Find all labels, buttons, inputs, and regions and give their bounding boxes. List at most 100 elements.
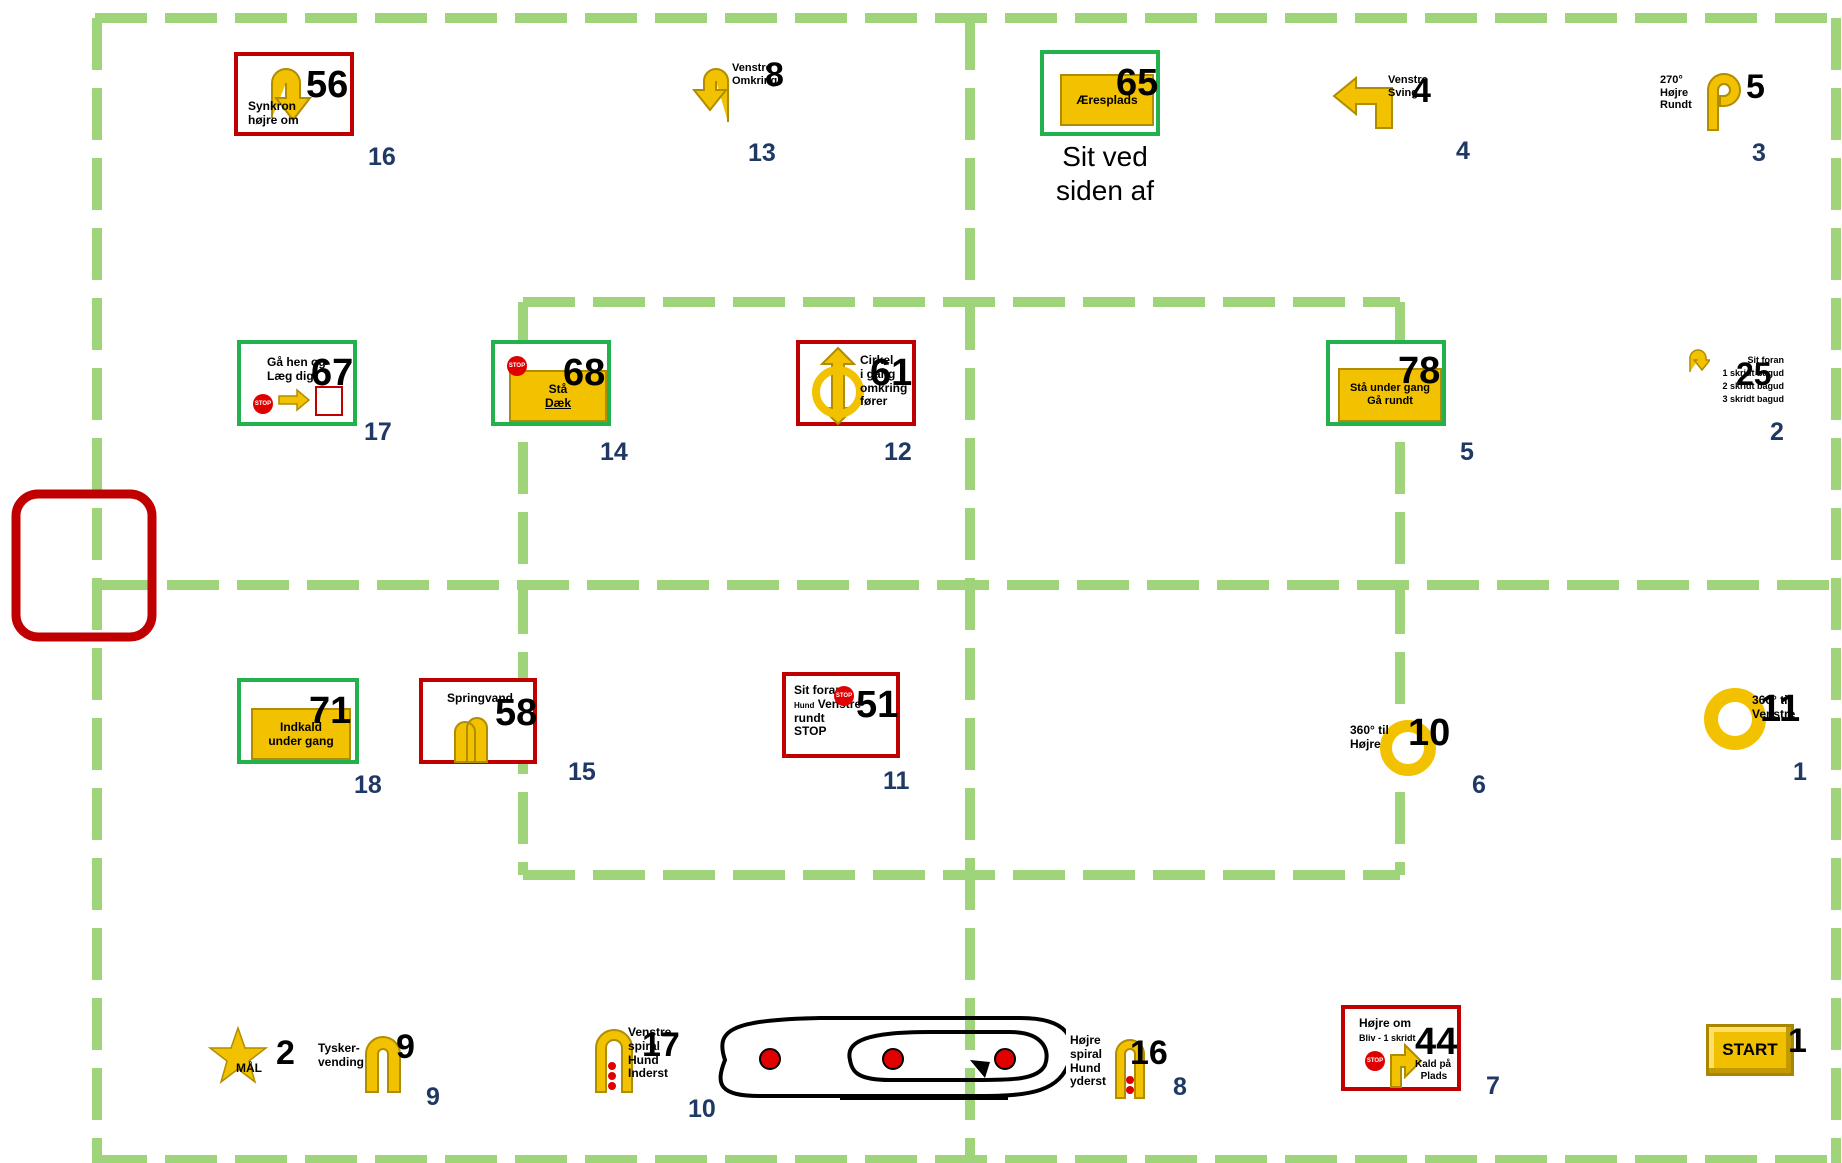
stop-icon: STOP — [834, 686, 854, 706]
sequence-number: 10 — [688, 1095, 716, 1123]
sign-number: 51 — [856, 684, 899, 726]
sign-number: 9 — [396, 1028, 415, 1066]
down-square-icon — [315, 386, 343, 416]
sign-start[interactable]: START 1 — [1700, 1016, 1812, 1096]
sign-label: Æresplads — [1076, 92, 1138, 107]
u-turn-right-arrow-icon — [271, 68, 313, 122]
sequence-number: 3 — [1752, 139, 1766, 167]
spiral-arrowhead — [970, 1060, 990, 1078]
sign-number: 10 — [1408, 712, 1451, 754]
sign-number: 1 — [1788, 1022, 1807, 1060]
sign-number: 2 — [276, 1034, 295, 1072]
start-plate: START — [1706, 1024, 1794, 1076]
sign-aeresplads[interactable]: Æresplads 65 — [1040, 50, 1160, 136]
sequence-number: 1 — [1793, 758, 1807, 786]
sign-label: MÅL — [236, 1061, 262, 1075]
spiral-left-arrow-icon — [595, 1029, 633, 1093]
cone-1 — [759, 1048, 781, 1070]
sign-number: 5 — [1746, 68, 1765, 106]
sequence-number: 12 — [884, 438, 912, 466]
curved-arrow-icon — [1689, 349, 1710, 372]
sequence-number: 2 — [1770, 418, 1784, 446]
sign-number: 8 — [765, 56, 784, 94]
circle-around-arrow-icon — [812, 346, 864, 426]
sign-number: 68 — [563, 352, 606, 394]
sign-label: Kald på Plads — [1415, 1059, 1452, 1082]
german-turn-arrow-icon — [365, 1036, 401, 1093]
sign-springvand[interactable]: Springvand 58 — [419, 678, 537, 764]
sign-number: 25 — [1736, 356, 1772, 392]
sign-label: Stå — [548, 381, 568, 396]
sign-label: Dæk — [544, 396, 571, 410]
sequence-number: 14 — [600, 438, 628, 466]
sign-number: 78 — [1398, 350, 1441, 392]
sign-number: 11 — [1760, 688, 1801, 730]
forward-arrow-icon — [278, 388, 311, 412]
sequence-number: 15 — [568, 758, 596, 786]
sequence-number: 6 — [1472, 771, 1486, 799]
sign-number: 44 — [1415, 1021, 1458, 1063]
sign-label: Indkald — [279, 719, 322, 734]
sequence-number: 9 — [426, 1083, 440, 1111]
sign-mal[interactable]: MÅL 2 — [200, 1012, 312, 1092]
sign-label: under gang — [268, 734, 334, 748]
circle-left-arrow-icon — [1704, 688, 1766, 750]
loop-right-arrow-icon — [1707, 73, 1742, 131]
stop-icon: STOP — [507, 356, 527, 376]
sign-label: START — [1722, 1040, 1778, 1059]
star-icon — [208, 1026, 268, 1084]
circle-right-arrow-icon — [1380, 720, 1436, 776]
sign-number: 4 — [1412, 72, 1431, 110]
sign-tysker-vending[interactable]: Tysker-vending 9 — [316, 1012, 428, 1096]
sign-label: Tysker-vending — [318, 1041, 365, 1069]
entrance-marker — [11, 489, 157, 642]
sign-label: Stå under gang — [1349, 381, 1431, 394]
sequence-number: 8 — [1173, 1073, 1187, 1101]
sequence-number: 4 — [1456, 137, 1470, 165]
sequence-number: 13 — [748, 139, 776, 167]
stop-icon: STOP — [1365, 1051, 1385, 1071]
turn-left-arrow-icon — [1332, 75, 1393, 129]
stop-icon: STOP — [253, 394, 273, 414]
u-turn-left-arrow-icon — [691, 68, 729, 122]
sign-number: 17 — [642, 1026, 680, 1064]
sign-number: 56 — [306, 64, 349, 106]
sign-label: Springvand — [447, 691, 514, 705]
cones — [759, 1048, 1016, 1070]
sequence-number: 11 — [883, 767, 910, 795]
sign-number: 71 — [309, 690, 352, 732]
